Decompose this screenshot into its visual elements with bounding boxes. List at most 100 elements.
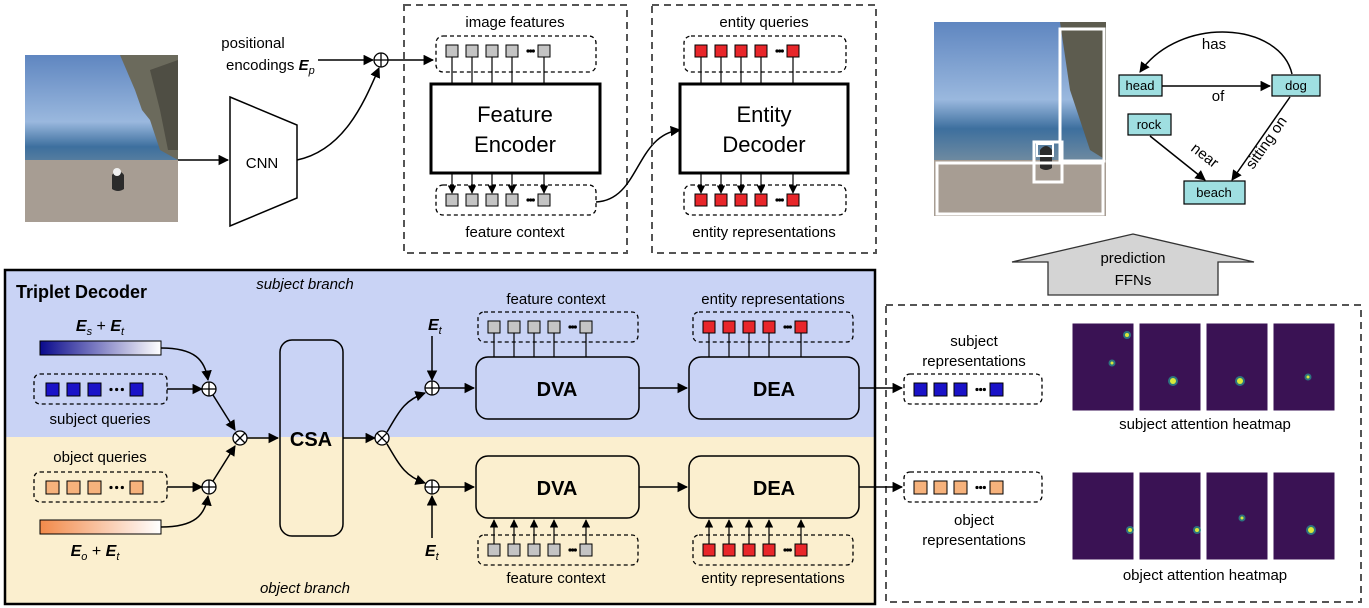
heatmap-spot: [1110, 361, 1114, 365]
heatmap-tile: [1071, 322, 1135, 412]
heatmap-spot: [1195, 528, 1199, 532]
entity-queries-label: entity queries: [719, 14, 808, 31]
subject-query-tokens: [45, 382, 144, 397]
entity-rep-label-object: entity representations: [701, 570, 844, 587]
object-rep-group: [903, 471, 1043, 503]
sum-node-object: [201, 479, 217, 495]
token: [762, 320, 776, 334]
entity-representations-label: entity representations: [692, 224, 835, 241]
object-branch-label: object branch: [260, 580, 350, 597]
ellipsis-dot: [120, 387, 124, 392]
es-et-label: Es + Et: [76, 318, 125, 338]
subject-rep-label-2: representations: [922, 353, 1025, 370]
ellipsis-dot: [783, 548, 787, 552]
token: [742, 543, 756, 557]
ellipsis-dot: [568, 325, 572, 329]
ellipsis-dot: [529, 198, 533, 202]
heatmap-spot: [1308, 527, 1314, 533]
node-rock-label: rock: [1137, 117, 1162, 132]
ellipsis-dot: [780, 49, 784, 53]
ellipsis-dot: [788, 548, 792, 552]
triplet-decoder-frame: [3, 268, 877, 606]
feature-encoder-label-1: Feature: [477, 102, 553, 127]
token: [579, 543, 593, 557]
heatmap-spot: [1125, 333, 1129, 337]
input-image: [25, 55, 178, 222]
ellipsis-dot: [109, 485, 113, 490]
ellipsis-dot: [786, 325, 790, 329]
heatmap-tile: [1071, 471, 1135, 561]
object-queries-label: object queries: [53, 449, 146, 466]
ellipsis-dot: [109, 387, 113, 392]
subject-rep-label-1: subject: [950, 333, 998, 350]
token: [465, 193, 479, 207]
arrow-obj-sum-to-mul: [212, 445, 236, 482]
entity-decoder-label-2: Decoder: [722, 132, 805, 157]
image-features-group: [435, 35, 597, 73]
arrow-cnn-to-sum: [296, 67, 381, 161]
token: [754, 193, 768, 207]
token: [702, 320, 716, 334]
token: [953, 480, 968, 495]
edge-label-sitting-on: sitting on: [1242, 113, 1290, 172]
token: [786, 193, 800, 207]
object-heatmaps: [1071, 471, 1336, 561]
token: [953, 382, 968, 397]
token: [714, 44, 728, 58]
subject-branch-label: subject branch: [256, 276, 354, 293]
token: [694, 193, 708, 207]
token: [129, 382, 144, 397]
node-head: [1118, 74, 1163, 97]
arrow-split-to-subject: [386, 391, 426, 433]
eo-et-label: Eo + Et: [71, 543, 121, 563]
ellipsis-dot: [975, 387, 979, 392]
token: [794, 543, 808, 557]
token: [714, 193, 728, 207]
sum-node-et-subject: [424, 380, 440, 396]
triplet-decoder-title: Triplet Decoder: [16, 282, 147, 302]
heatmap-spot: [1240, 516, 1244, 520]
token: [487, 543, 501, 557]
feature-context-tokens: [445, 174, 551, 207]
heatmap-tile: [1205, 322, 1269, 412]
node-beach: [1183, 180, 1246, 205]
arrow-es-to-sum: [160, 347, 212, 382]
token: [527, 543, 541, 557]
token: [445, 193, 459, 207]
heatmap-tile: [1138, 471, 1202, 561]
entity-decoder-block: [678, 82, 850, 175]
subject-heatmap-label: subject attention heatmap: [1119, 416, 1291, 433]
token: [754, 44, 768, 58]
entity-rep-tokens-subject: [702, 320, 808, 367]
positional-label-line1: positional: [221, 35, 284, 52]
token: [913, 480, 928, 495]
feature-context-group-object: [477, 534, 639, 566]
heatmap-tile: [1272, 471, 1336, 561]
object-query-tokens: [45, 480, 144, 495]
edge-label-near: near: [1188, 140, 1222, 172]
ellipsis-dot: [775, 49, 779, 53]
triplet-decoder: [3, 268, 877, 606]
entity-queries-group: [683, 35, 847, 73]
entity-rep-label-subject: entity representations: [701, 291, 844, 308]
prediction-label-1: prediction: [1100, 250, 1165, 267]
arrow-eo-to-sum: [160, 494, 212, 528]
node-dog-label: dog: [1285, 78, 1307, 93]
ellipsis-dot: [788, 325, 792, 329]
heatmap-spot: [1237, 378, 1243, 384]
token: [734, 44, 748, 58]
concat-node-input: [232, 430, 248, 446]
token: [445, 44, 459, 58]
ellipsis-dot: [979, 387, 983, 392]
prediction-label-2: FFNs: [1115, 272, 1152, 289]
heatmap-spot: [1170, 378, 1176, 384]
subject-rep-group: [903, 373, 1043, 405]
ellipsis-dot: [775, 198, 779, 202]
entity-representations-group: [683, 184, 847, 216]
token: [722, 320, 736, 334]
token: [547, 543, 561, 557]
token: [537, 193, 551, 207]
ellipsis-dot: [529, 49, 533, 53]
ellipsis-dot: [526, 49, 530, 53]
